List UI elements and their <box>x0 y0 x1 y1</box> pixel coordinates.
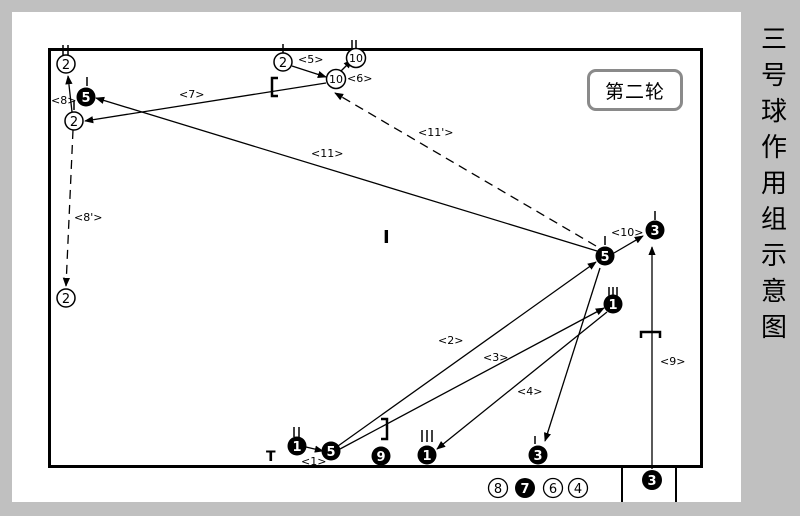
side-title-char: 用 <box>760 169 787 199</box>
player-9: 9 <box>371 446 391 466</box>
svg-text:1: 1 <box>422 449 431 464</box>
screen-mark-9 <box>381 417 389 441</box>
side-title-char: 作 <box>760 133 787 163</box>
player-10-mid: 10 <box>325 68 347 90</box>
arrow-4b <box>544 267 601 442</box>
svg-text:5: 5 <box>81 91 90 106</box>
svg-text:5: 5 <box>600 250 609 265</box>
arrow-5 <box>291 65 327 78</box>
svg-text:8: 8 <box>494 482 502 497</box>
side-title-char: 三 <box>760 25 787 55</box>
arrow-8-prime <box>62 129 74 287</box>
svg-text:5: 5 <box>326 445 335 460</box>
screen-mark-top <box>270 76 278 98</box>
svg-text:2: 2 <box>62 292 70 307</box>
player-5-right: 5 <box>595 246 615 266</box>
side-title-char: 组 <box>760 205 787 235</box>
svg-text:3: 3 <box>647 474 656 489</box>
round-badge: 第二轮 <box>587 69 683 111</box>
player-1-left: 1 <box>287 436 307 456</box>
svg-text:1: 1 <box>608 298 617 313</box>
side-title-char: 号 <box>760 61 787 91</box>
player-5-left: 5 <box>76 87 96 107</box>
label-arrow-9: <9> <box>660 355 685 368</box>
side-title-char: 图 <box>760 313 787 343</box>
arrow-3 <box>339 307 605 450</box>
sideline-box <box>621 466 677 502</box>
player-3-out: 3 <box>642 470 662 490</box>
label-arrow-8: <8> <box>51 94 76 107</box>
arrow-10 <box>613 235 644 254</box>
player-10-top: 10 <box>345 47 367 69</box>
arrow-4 <box>436 311 608 450</box>
arrow-1 <box>305 445 324 453</box>
svg-text:2: 2 <box>62 58 70 73</box>
label-arrow-4: <4> <box>517 385 542 398</box>
svg-text:4: 4 <box>574 482 582 497</box>
bench-player-6: 6 <box>542 477 564 499</box>
side-title-char: 意 <box>760 277 787 307</box>
label-arrow-3: <3> <box>483 351 508 364</box>
arrow-11-prime <box>334 92 597 247</box>
side-title: 三 号 球 作 用 组 示 意 图 <box>756 22 792 346</box>
player-1-right: 1 <box>603 294 623 314</box>
player-3-right: 3 <box>645 220 665 240</box>
side-title-char: 球 <box>760 97 787 127</box>
player-2-top-left: 2 <box>56 54 76 74</box>
arrow-8 <box>65 75 73 113</box>
label-arrow-1: <1> <box>301 455 326 468</box>
svg-text:2: 2 <box>279 56 287 71</box>
label-arrow-6: <6> <box>347 72 372 85</box>
label-arrow-5: <5> <box>298 53 323 66</box>
arrow-2 <box>337 261 597 447</box>
player-3-bottom: 3 <box>528 445 548 465</box>
svg-text:1: 1 <box>292 440 301 455</box>
bench-player-7: 7 <box>515 478 535 498</box>
svg-text:6: 6 <box>549 482 557 497</box>
label-arrow-8-prime: <8'> <box>74 211 102 224</box>
svg-text:3: 3 <box>533 449 542 464</box>
bench-player-8: 8 <box>487 477 509 499</box>
label-arrow-7: <7> <box>179 88 204 101</box>
svg-text:3: 3 <box>650 224 659 239</box>
screen-mark-right <box>639 330 662 338</box>
arrow-7 <box>84 82 327 124</box>
court-mark-t: T <box>266 449 276 465</box>
player-2-low: 2 <box>56 288 76 308</box>
side-title-char: 示 <box>760 241 787 271</box>
player-5-bottom: 5 <box>321 441 341 461</box>
label-arrow-11-prime: <11'> <box>418 126 453 139</box>
svg-text:7: 7 <box>520 482 529 497</box>
bench-player-4: 4 <box>567 477 589 499</box>
player-2-left: 2 <box>64 111 84 131</box>
label-arrow-10: <10> <box>611 226 643 239</box>
svg-text:2: 2 <box>70 115 78 130</box>
svg-text:10: 10 <box>349 52 363 65</box>
svg-text:9: 9 <box>376 450 385 465</box>
svg-text:10: 10 <box>329 73 343 86</box>
label-arrow-11: <11> <box>311 147 343 160</box>
court-boundary <box>48 48 703 468</box>
player-ticks <box>62 40 656 444</box>
court-mark-i: I <box>383 227 390 248</box>
arrow-11 <box>95 96 598 252</box>
player-1-mid: 1 <box>417 445 437 465</box>
player-2-top: 2 <box>273 52 293 72</box>
label-arrow-2: <2> <box>438 334 463 347</box>
